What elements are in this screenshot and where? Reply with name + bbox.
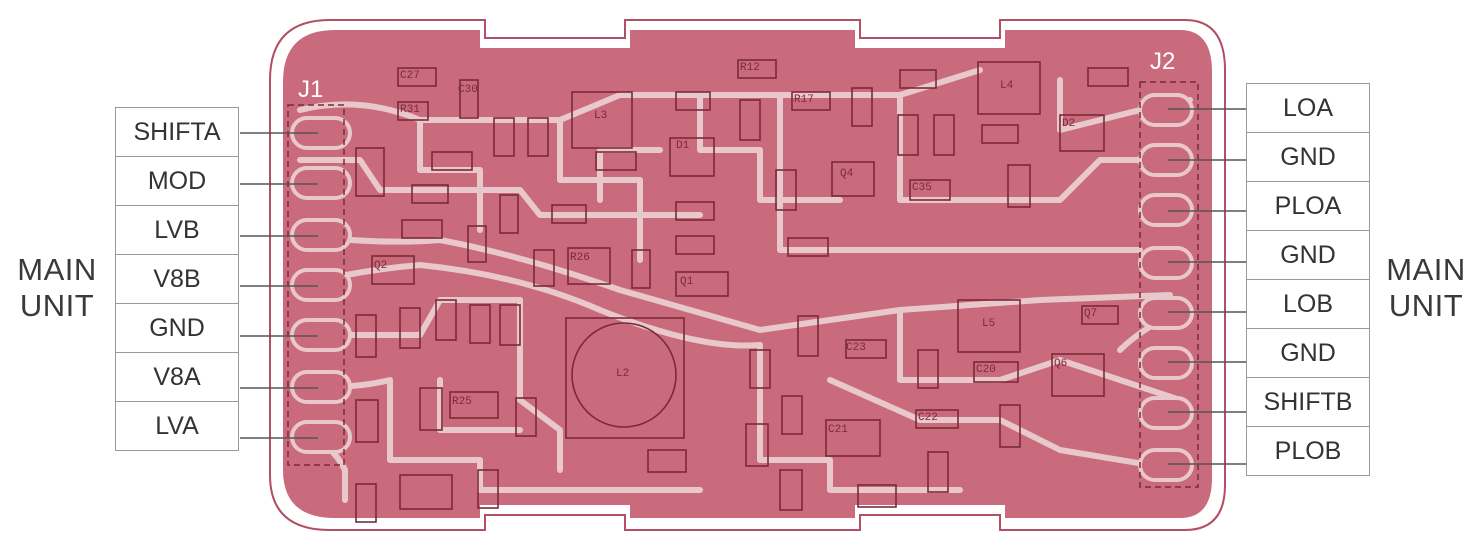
component-ref-r25: R25 [452, 396, 472, 408]
component-ref-c23: C23 [846, 342, 866, 354]
component-ref-q4: Q4 [840, 168, 854, 180]
inductor-l2-label: L2 [616, 368, 630, 380]
right-main-unit-title: MAIN UNIT [1380, 252, 1472, 324]
inductor-l5-label: L5 [982, 318, 996, 330]
pin-gnd-right-3: GND [1246, 328, 1370, 378]
component-ref-q6: Q6 [1054, 358, 1068, 370]
component-ref-c30: C30 [458, 84, 478, 96]
component-ref-q1: Q1 [680, 276, 694, 288]
component-footprints [355, 59, 1129, 523]
component-ref-d1: D1 [676, 140, 690, 152]
component-ref-c20: C20 [976, 364, 996, 376]
component-ref-r31: R31 [400, 104, 420, 116]
left-title-line1: MAIN [17, 252, 97, 287]
left-leader-lines [240, 132, 318, 439]
j1-contact-pads [290, 116, 352, 454]
component-ref-r12: R12 [740, 62, 760, 74]
inductor-l3-label: L3 [594, 110, 608, 122]
j1-label: J1 [298, 76, 324, 103]
pin-lvb: LVB [115, 205, 239, 255]
component-ref-q7: Q7 [1084, 308, 1098, 320]
component-ref-r26: R26 [570, 252, 590, 264]
pin-lob: LOB [1246, 279, 1370, 329]
pin-plob: PLOB [1246, 426, 1370, 476]
component-ref-c27: C27 [400, 70, 420, 82]
pin-lva: LVA [115, 401, 239, 451]
pin-loa: LOA [1246, 83, 1370, 133]
right-title-line1: MAIN [1386, 252, 1466, 287]
component-ref-d2: D2 [1062, 118, 1076, 130]
inductor-l4-label: L4 [1000, 80, 1014, 92]
component-ref-c21: C21 [828, 424, 848, 436]
pin-shiftb: SHIFTB [1246, 377, 1370, 427]
right-leader-lines [1168, 108, 1246, 465]
pin-ploa: PLOA [1246, 181, 1370, 231]
j2-label: J2 [1150, 48, 1176, 75]
component-ref-c22: C22 [918, 412, 938, 424]
j2-connector-outline [1139, 81, 1199, 488]
pin-gnd-right-1: GND [1246, 132, 1370, 182]
component-ref-q2: Q2 [374, 260, 388, 272]
right-title-line2: UNIT [1388, 288, 1464, 323]
left-main-unit-title: MAIN UNIT [12, 252, 102, 324]
pin-gnd-right-2: GND [1246, 230, 1370, 280]
left-pin-list: SHIFTA MOD LVB V8B GND V8A LVA [115, 107, 239, 451]
pin-shifta: SHIFTA [115, 107, 239, 157]
j1-connector-outline [287, 104, 345, 466]
pin-v8a: V8A [115, 352, 239, 402]
component-ref-c35: C35 [912, 182, 932, 194]
pin-v8b: V8B [115, 254, 239, 304]
component-ref-r17: R17 [794, 94, 814, 106]
pin-gnd-left: GND [115, 303, 239, 353]
pcb-copper [283, 30, 1212, 518]
left-title-line2: UNIT [19, 288, 95, 323]
right-pin-list: LOA GND PLOA GND LOB GND SHIFTB PLOB [1246, 83, 1370, 476]
pin-mod: MOD [115, 156, 239, 206]
